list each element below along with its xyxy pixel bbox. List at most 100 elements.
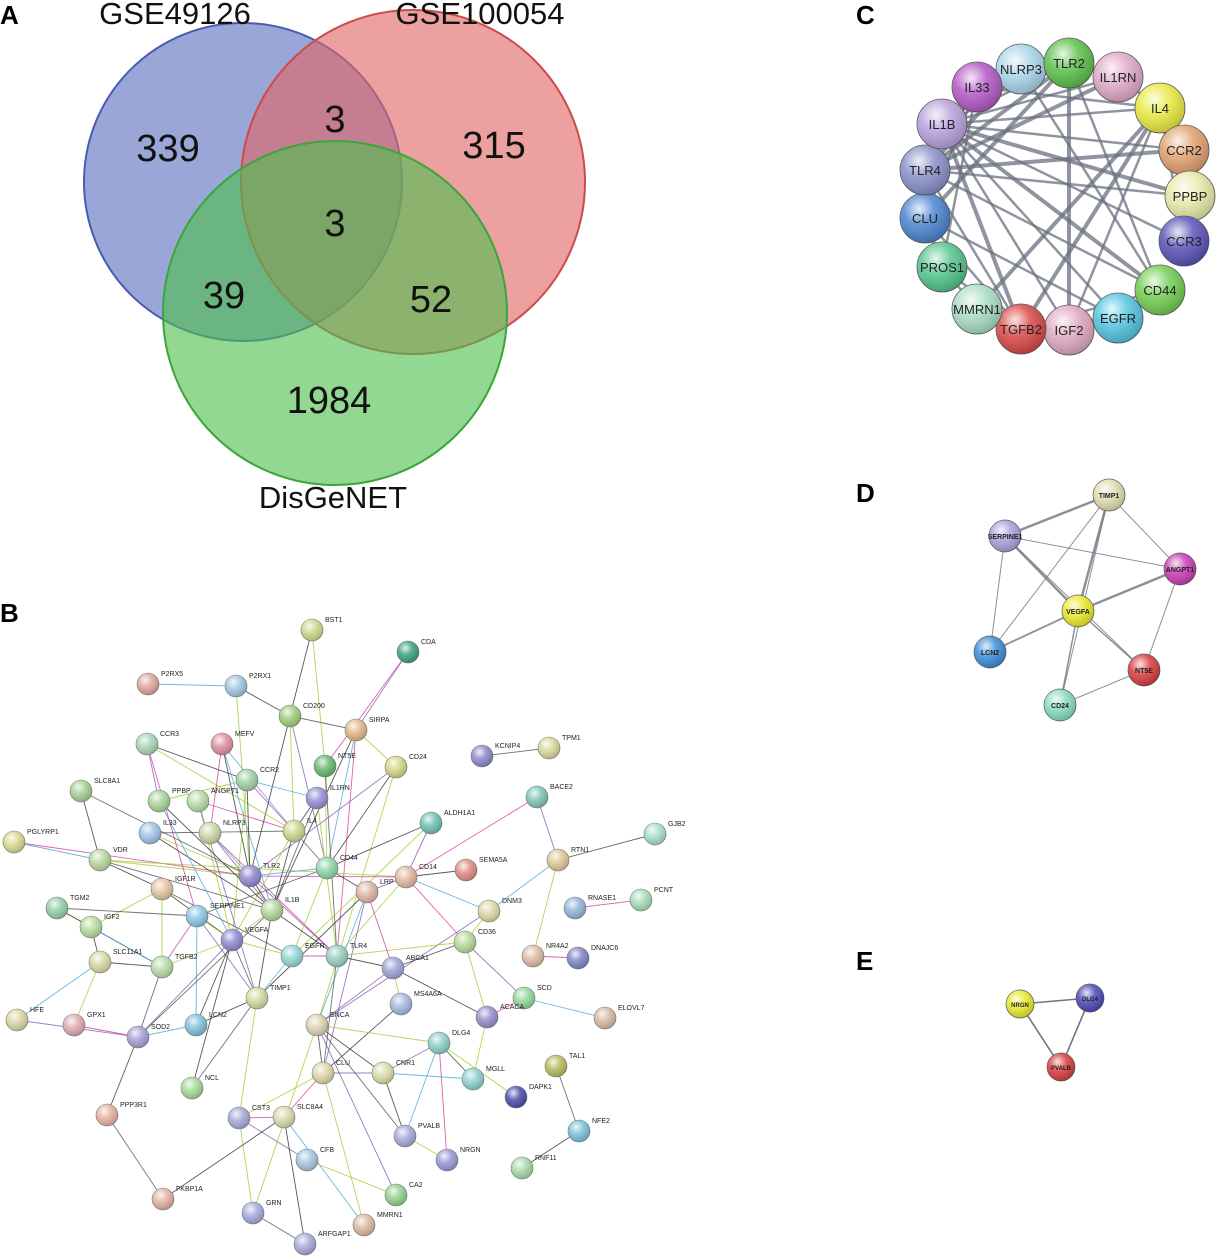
node-b-gloss-ms4a6a [390,993,412,1015]
edge-b-bst1-cd200 [289,629,313,717]
edge-b-ppbp-ccr2 [158,779,248,802]
edge-c-il1rn-tlr4 [924,75,1119,172]
node-b-label-hfe: HFE [30,1007,44,1014]
node-b-label-grn: GRN [266,1200,282,1207]
node-b-gloss-serpine1 [186,905,208,927]
edge-b-il4-vegfa [231,830,295,941]
venn-count-ac: 39 [203,275,245,317]
edge-b-cd200-tlr2 [249,715,291,877]
edge-b-ccr3-ccr2 [146,743,248,781]
edge-b-slc8a4-arfgap1 [283,1116,306,1245]
node-b-label-ppbp: PPBP [172,788,191,795]
node-b-gloss-nlrp3 [199,822,221,844]
node-b-gloss-grn [242,1202,264,1224]
node-b-label-ca2: CA2 [409,1182,423,1189]
node-b-gloss-abca1 [382,957,404,979]
node-b-label-kcnip4: KCNIP4 [495,743,520,750]
node-b-gloss-nr4a2 [522,945,544,967]
node-b-gloss-bace2 [526,786,548,808]
node-b-gloss-il1b [261,899,283,921]
edge-b-ncl-vegfa [191,939,233,1089]
edge-b-ca2-snca [316,1024,397,1196]
node-b-label-angpt1: ANGPT1 [211,788,239,795]
node-b-gloss-rnf11 [511,1157,533,1179]
node-c-gloss-pros1 [917,242,967,292]
edge-b-vdr-tlr2 [99,859,251,877]
edge-b-sirpa-il1b [271,729,357,911]
edge-b-tgfb2-sod2 [137,966,163,1038]
node-b-label-vdr: VDR [113,847,128,854]
node-b-label-slc8a1: SLC8A1 [94,778,120,785]
edge-b-igf1r-igf2 [90,888,163,928]
node-b-label-serpine1: SERPINE1 [210,903,245,910]
node-b-gloss-pcnt [630,889,652,911]
node-b-label-cd14: CD14 [419,864,437,871]
node-b-label-gpx1: GPX1 [87,1012,106,1019]
node-b-label-igf2: IGF2 [104,914,120,921]
node-b-gloss-tlr2 [239,865,261,887]
venn-label-gse49126: GSE49126 [99,0,251,31]
edge-d-timp1-angpt1 [1108,494,1181,570]
node-c-label-tgfb2: TGFB2 [1000,322,1042,337]
edge-b-tal1-nfe2 [555,1065,580,1132]
node-d-label-timp1: TIMP1 [1099,493,1120,500]
edge-b-cd44-egfr [291,867,328,957]
node-b-gloss-ca2 [385,1184,407,1206]
node-c-gloss-nlrp3 [996,44,1046,94]
edge-b-il1b-sod2 [137,909,273,1038]
edge-b-timp1-ncl [191,997,258,1089]
node-c-gloss-tlr4 [900,145,950,195]
node-b-gloss-elovl7 [594,1007,616,1029]
edge-d-timp1-serpine1 [1004,493,1110,538]
venn-label-gse100054: GSE100054 [396,0,565,31]
edge-d-serpine1-vegfa [1004,535,1079,612]
node-b-label-lrp: LRP [380,879,394,886]
node-b-gloss-ncl [181,1077,203,1099]
edge-b-dlg4-pvalb [404,1042,440,1137]
edge-b-cst3-grn [238,1117,254,1214]
node-b-label-igf1r: IGF1R [175,876,196,883]
edge-c-egfr-il1b [941,123,1119,319]
venn-count-only-b: 315 [462,125,525,167]
node-b-label-p2rx5: P2RX5 [161,671,183,678]
edge-b-nfe2-rnf11 [521,1130,580,1169]
node-b-gloss-dnajc6 [567,947,589,969]
node-c-label-il1rn: IL1RN [1100,70,1137,85]
edge-b-snca-cnr1 [316,1024,384,1074]
node-b-gloss-kcnip4 [471,745,493,767]
node-d-label-angpt1: ANGPT1 [1166,567,1195,574]
node-b-label-nfe2: NFE2 [592,1118,610,1125]
node-c-gloss-il1rn [1093,52,1143,102]
node-c-label-igf2: IGF2 [1055,323,1084,338]
node-b-label-dnm3: DNM3 [502,898,522,905]
node-b-gloss-ppp3r1 [96,1104,118,1126]
node-b-gloss-cd200 [279,705,301,727]
node-b-label-il1rn: IL1RN [330,785,350,792]
node-b-label-acaca: ACACA [500,1004,524,1011]
node-b-label-scd: SCD [537,985,552,992]
node-b-label-cst3: CST3 [252,1105,270,1112]
edge-b-ppp3r1-fkbp1a [106,1114,164,1200]
node-b-gloss-cd24 [385,756,407,778]
node-c-gloss-il33 [952,62,1002,112]
edge-c-cd44-il1b [940,122,1162,292]
node-b-gloss-cd14 [395,866,417,888]
edge-b-igf1r-egfr [161,888,293,957]
edge-b-cd24-cd44 [326,766,397,869]
node-c-gloss-igf2 [1044,305,1094,355]
node-c-label-ccr2: CCR2 [1166,143,1201,158]
edge-b-cd44-serpine1 [196,867,328,917]
node-b-label-tlr4: TLR4 [350,943,367,950]
edge-b-il33-tlr2 [149,832,251,877]
node-b-label-timp1: TIMP1 [270,985,291,992]
edge-b-il33-il4 [149,830,295,834]
edge-b-tlr4-clu [322,955,338,1074]
node-b-gloss-tpm1 [538,737,560,759]
node-b-gloss-il4 [283,820,305,842]
node-b-label-tpm1: TPM1 [562,735,581,742]
node-b-label-p2rx1: P2RX1 [249,673,271,680]
node-b-gloss-vdr [89,849,111,871]
node-b-label-bace2: BACE2 [550,784,573,791]
